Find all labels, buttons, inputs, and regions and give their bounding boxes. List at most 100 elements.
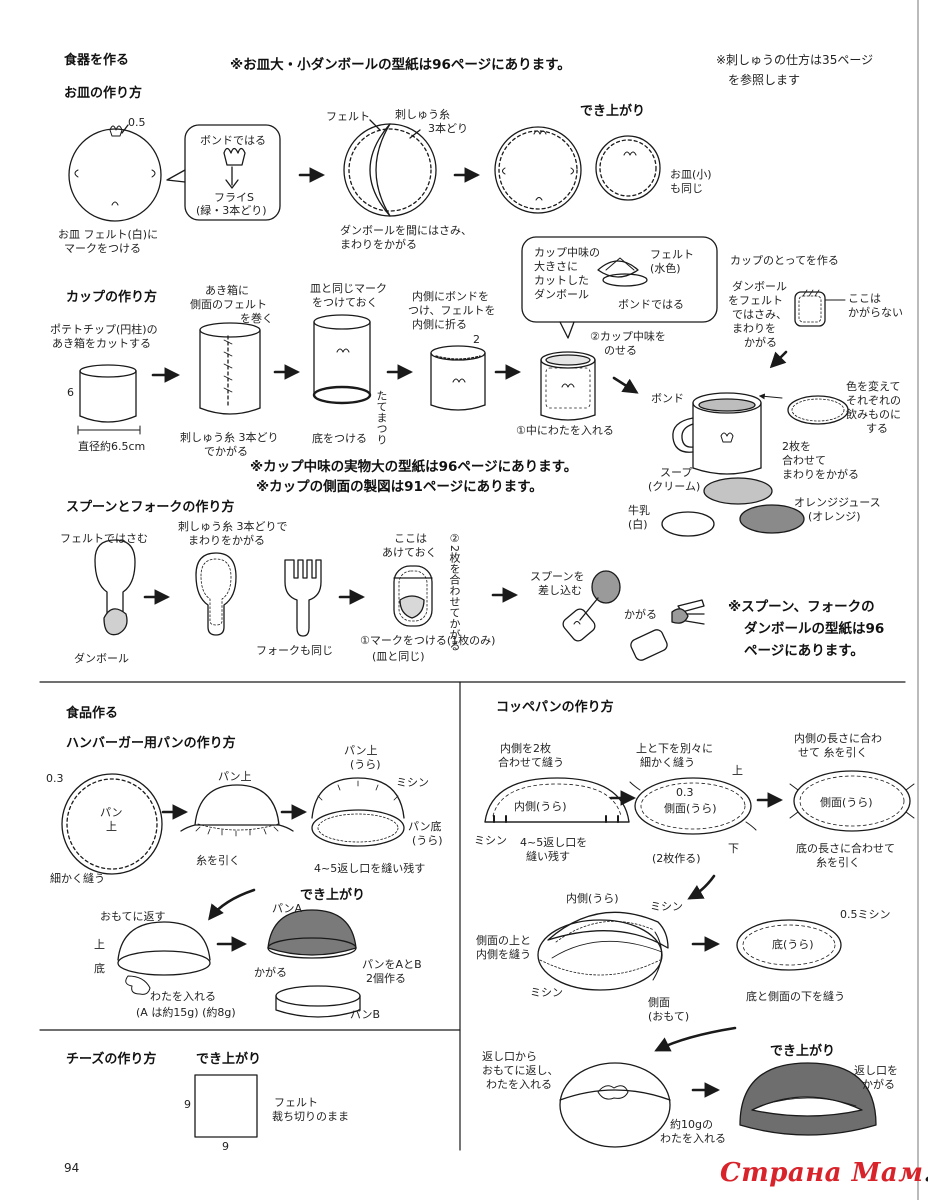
koppe-bottom-pull-2: 糸を引く	[816, 856, 860, 869]
koppe-cotton-1: 約10gの	[670, 1118, 713, 1131]
cup-diameter: 直径約6.5cm	[78, 440, 146, 453]
koppe-side-gathered	[789, 770, 915, 832]
bun-top-in-2: 上	[106, 820, 117, 833]
bun-kagaru: かがる	[254, 966, 287, 979]
spoon-note-1: ※スプーン、フォークの	[728, 599, 875, 615]
spoon-note-3: ページにあります。	[744, 643, 864, 659]
arrow	[687, 874, 716, 900]
spoon-cardboard	[94, 539, 136, 636]
cup-contents-1: カップ中味の	[534, 246, 600, 259]
bun-turned	[117, 921, 211, 995]
koppe-done: でき上がり	[770, 1044, 836, 1059]
koppe-close-1: 返し口を	[854, 1064, 898, 1077]
bun-top-with-bottom	[311, 777, 405, 847]
koppe-base	[736, 919, 842, 971]
color-4: する	[866, 422, 888, 435]
plate-title: お皿の作り方	[64, 86, 143, 101]
koppe-make-two: (2枚作る)	[652, 852, 701, 865]
plate-small-1: お皿(小)	[670, 168, 712, 181]
bun-b: パンB	[350, 1008, 381, 1021]
milk-1: 牛乳	[628, 504, 650, 517]
spoon-thread-2: まわりをかがる	[188, 534, 265, 547]
spoon-mark: ①マークをつける(1枚のみ)	[360, 634, 496, 647]
koppe-sewing-2: ミシン	[650, 900, 683, 913]
bun-sewing: ミシン	[396, 776, 429, 789]
spoon-thread-1: 刺しゅう糸 3本どりで	[178, 520, 288, 533]
bun-cotton-amt: (A は約15g) (約8g)	[136, 1006, 236, 1019]
koppe-sewing-3: ミシン	[530, 986, 563, 999]
bun-bottom-2: (うら)	[412, 834, 443, 847]
bun-bottom-1: パン底	[408, 820, 442, 833]
arrow	[758, 393, 783, 400]
plate-thread-1: 刺しゅう糸	[395, 108, 450, 121]
color-3: 飲みものに	[846, 408, 901, 421]
milk-2: (白)	[628, 518, 648, 531]
handle-4: まわりを	[732, 322, 776, 335]
cup-title: カップの作り方	[66, 290, 158, 305]
juice-2: (オレンジ)	[808, 510, 861, 523]
embroidery-note-1: ※刺しゅうの仕方は35ページ	[716, 53, 874, 67]
bun-a: パンA	[272, 902, 303, 915]
koppe-margin2: 0.5ミシン	[840, 908, 891, 921]
cup-wrap-3: を巻く	[240, 312, 273, 325]
section-title-tableware: 食器を作る	[64, 53, 130, 68]
cup-note-2: ※カップの側面の製図は91ページにあります。	[256, 479, 543, 495]
koppe-side-front-2: (おもて)	[648, 1010, 690, 1023]
plate-small-2: も同じ	[670, 182, 703, 195]
koppe-base-ura: 底(うら)	[772, 938, 814, 951]
bun-b-finished	[275, 985, 361, 1018]
bun-top-circle	[61, 773, 163, 875]
koppe-turned-out	[559, 1062, 671, 1148]
koppe-title: コッペパンの作り方	[496, 700, 614, 715]
handle-1: ダンボール	[732, 280, 787, 293]
two-1: 2枚を	[782, 440, 811, 453]
koppe-top-bottom-1: 上と下を別々に	[636, 742, 713, 755]
bun-make-two-2: 2個作る	[366, 972, 406, 985]
spoon-felt: フェルトではさむ	[60, 532, 148, 545]
two-2: 合わせて	[782, 454, 826, 467]
spoon-two-pieces: ②2枚を合わせてかがる	[448, 532, 461, 651]
watermark-text-a: Страна Мам	[720, 1158, 924, 1188]
plate-cardboard-1: ダンボールを間にはさみ、	[340, 224, 472, 237]
koppe-cotton-2: わたを入れる	[660, 1132, 726, 1145]
cup-contents-callout	[521, 236, 718, 339]
handle-piece	[794, 289, 846, 327]
watermark-dot: .	[923, 1158, 928, 1188]
koppe-side-ura: 側面(うら)	[664, 802, 717, 815]
koppe-pull-2: せて 糸を引く	[798, 746, 868, 759]
spoon-title: スプーンとフォークの作り方	[66, 500, 235, 515]
site-watermark: Страна Мам.ру	[720, 1158, 928, 1188]
cup-inner-2: つけ、フェルトを	[408, 304, 496, 317]
spoon-leave-1: ここは	[394, 532, 427, 545]
bun-bottom: 底	[94, 962, 105, 975]
cup-wrap-2: 側面のフェルト	[190, 298, 267, 311]
cup-contents-2: 大きさに	[534, 260, 578, 273]
spoon-insert-1: スプーンを	[530, 570, 585, 583]
koppe-top-bottom-2: 細かく縫う	[640, 756, 695, 769]
soup-piece	[703, 477, 773, 505]
page-number: 94	[64, 1161, 80, 1175]
drink-contents-piece	[787, 395, 849, 425]
koppe-inner-2: 合わせて縫う	[498, 756, 564, 769]
spoon-note-2: ダンボールの型紙は96	[744, 621, 885, 637]
plate-felt: フェルト	[326, 110, 370, 123]
bun-top-ura-2: (うら)	[350, 758, 381, 771]
milk-piece	[661, 511, 715, 537]
handle-2: をフェルト	[728, 294, 783, 307]
juice-piece	[739, 504, 805, 534]
plate-done: でき上がり	[580, 104, 646, 119]
plate-french-knot-1: フライS	[214, 191, 254, 204]
bun-pull: 糸を引く	[196, 854, 240, 867]
cup-bond-glue: ボンドではる	[618, 298, 684, 311]
koppe-bottom-pull-1: 底の長さに合わせて	[796, 842, 895, 855]
food-title: 食品作る	[66, 706, 119, 721]
bun-top-label: パン上	[218, 770, 252, 783]
two-3: まわりをかがる	[782, 468, 859, 481]
cup-chip-2: あき箱をカットする	[52, 337, 151, 350]
cup-mark-2: をつけておく	[312, 296, 378, 309]
spoon-leave-2: あけておく	[382, 546, 437, 559]
plate-cardboard-sandwich	[343, 119, 437, 217]
bun-top-ura-1: パン上	[344, 744, 378, 757]
koppe-side-ura-2: 側面(うら)	[820, 796, 873, 809]
koppe-sew-inner-1: 側面の上と	[476, 934, 531, 947]
